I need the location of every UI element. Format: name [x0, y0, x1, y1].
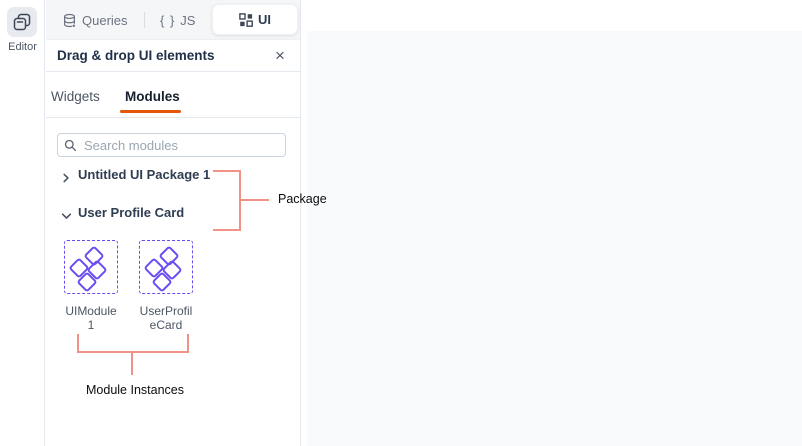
- braces-icon: { }: [160, 12, 176, 28]
- annotation-line: [77, 351, 189, 353]
- app-canvas-surface[interactable]: [307, 31, 802, 446]
- module-diamond-cluster-icon: [69, 246, 107, 292]
- module-card-uimodule1[interactable]: [64, 240, 118, 294]
- module-card-label: UserProfil eCard: [139, 304, 193, 332]
- segment-divider: [144, 12, 145, 28]
- tree-item-untitled-ui-package[interactable]: Untitled UI Package 1: [46, 165, 300, 185]
- search-modules-input[interactable]: [57, 133, 286, 157]
- close-icon[interactable]: ×: [275, 46, 285, 65]
- annotation-line: [187, 334, 189, 353]
- tab-queries[interactable]: Queries: [62, 0, 128, 40]
- canvas-area: [302, 0, 802, 446]
- tab-js[interactable]: { } JS: [160, 0, 195, 40]
- editor-nav-label: Editor: [8, 41, 37, 53]
- tree-item-user-profile-card[interactable]: User Profile Card: [46, 203, 300, 223]
- annotation-package-label: Package: [278, 192, 327, 206]
- module-diamond-cluster-icon: [144, 246, 182, 292]
- grid-icon: [239, 12, 253, 27]
- tree-item-label: User Profile Card: [78, 205, 185, 220]
- chevron-right-icon[interactable]: [61, 170, 71, 188]
- panel-tab-bar: Widgets Modules: [46, 72, 300, 118]
- panel-title: Drag & drop UI elements: [57, 48, 215, 63]
- annotation-line: [213, 229, 241, 231]
- tab-widgets[interactable]: Widgets: [51, 89, 100, 104]
- module-card-userprofilecard[interactable]: [139, 240, 193, 294]
- database-icon: [64, 13, 76, 27]
- editor-segment-bar: Queries { } JS UI: [46, 0, 300, 40]
- annotation-line: [241, 199, 269, 201]
- tree-item-label: Untitled UI Package 1: [78, 167, 211, 182]
- tab-ui-label: UI: [258, 12, 271, 27]
- tab-ui[interactable]: UI: [212, 4, 298, 35]
- annotation-line: [77, 334, 79, 353]
- tab-js-label: JS: [180, 12, 196, 28]
- annotation-line: [131, 351, 133, 375]
- module-card-label: UIModule 1: [65, 304, 117, 332]
- panel-header: Drag & drop UI elements ×: [46, 40, 300, 72]
- entity-explorer-panel: Queries { } JS UI Drag & drop UI element…: [46, 0, 301, 446]
- annotation-module-instances-label: Module Instances: [86, 383, 184, 397]
- editor-pages-icon: [13, 13, 31, 31]
- chevron-down-icon[interactable]: [61, 208, 72, 226]
- editor-nav-button[interactable]: [7, 7, 37, 37]
- active-tab-underline: [120, 110, 181, 113]
- tab-modules[interactable]: Modules: [125, 89, 180, 104]
- annotation-line: [213, 170, 241, 172]
- tab-queries-label: Queries: [82, 12, 128, 28]
- left-rail: Editor: [0, 0, 45, 446]
- search-modules-wrap: [57, 133, 286, 157]
- annotation-line: [239, 170, 241, 231]
